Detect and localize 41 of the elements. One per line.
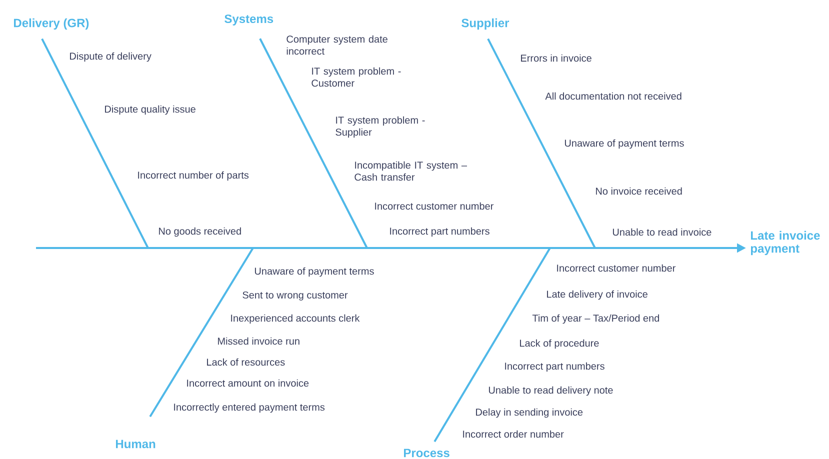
cause-label: Sent to wrong customer xyxy=(242,291,348,301)
category-heading: Systems xyxy=(224,14,274,26)
cause-label: Unable to read invoice xyxy=(612,228,712,236)
cause-label: IT system problem - Customer xyxy=(312,67,401,87)
cause-label: IT system problem - Supplier xyxy=(336,116,425,138)
cause-label: Incorrect part numbers xyxy=(505,362,604,372)
cause-label: Unaware of payment terms xyxy=(564,139,684,149)
cause-label: No invoice received xyxy=(596,187,682,195)
cause-label: Incompatible IT system – Cash transfer xyxy=(354,161,467,181)
cause-label: Incorrect part numbers xyxy=(390,227,490,237)
cause-label: Incorrect customer number xyxy=(557,264,676,272)
bone-line xyxy=(149,247,254,418)
category-heading: Supplier xyxy=(462,18,510,30)
cause-label: Incorrect amount on invoice xyxy=(187,379,309,387)
bone-line xyxy=(259,38,368,248)
cause-label: Dispute quality issue xyxy=(105,105,196,115)
cause-label: Tim of year – Tax/Period end xyxy=(532,314,660,324)
cause-label: Incorrect number of parts xyxy=(138,171,249,181)
cause-label: Late delivery of invoice xyxy=(547,290,648,300)
cause-label: Lack of resources xyxy=(207,358,285,366)
bone-line xyxy=(41,38,149,248)
cause-label: No goods received xyxy=(159,227,241,237)
cause-label: Errors in invoice xyxy=(521,54,592,62)
cause-label: Unable to read delivery note xyxy=(488,386,613,396)
cause-label: Incorrect order number xyxy=(463,430,564,438)
bone-line xyxy=(487,38,596,248)
cause-label: Incorrect customer number xyxy=(375,202,494,210)
cause-label: Dispute of delivery xyxy=(70,52,152,62)
category-heading: Delivery (GR) xyxy=(14,18,89,30)
cause-label: All documentation not received xyxy=(545,92,682,100)
cause-label: Delay in sending invoice xyxy=(476,408,583,418)
cause-label: Unaware of payment terms xyxy=(254,267,374,277)
cause-label: Lack of procedure xyxy=(520,339,599,349)
category-heading: Human xyxy=(116,440,156,448)
category-heading: Late invoice payment xyxy=(751,230,820,256)
cause-label: Inexperienced accounts clerk xyxy=(231,314,360,324)
cause-label: Missed invoice run xyxy=(218,337,300,345)
cause-label: Computer system date incorrect xyxy=(286,35,388,55)
bone-line xyxy=(434,248,551,442)
cause-label: Incorrectly entered payment terms xyxy=(174,403,325,413)
category-heading: Process xyxy=(404,448,450,458)
